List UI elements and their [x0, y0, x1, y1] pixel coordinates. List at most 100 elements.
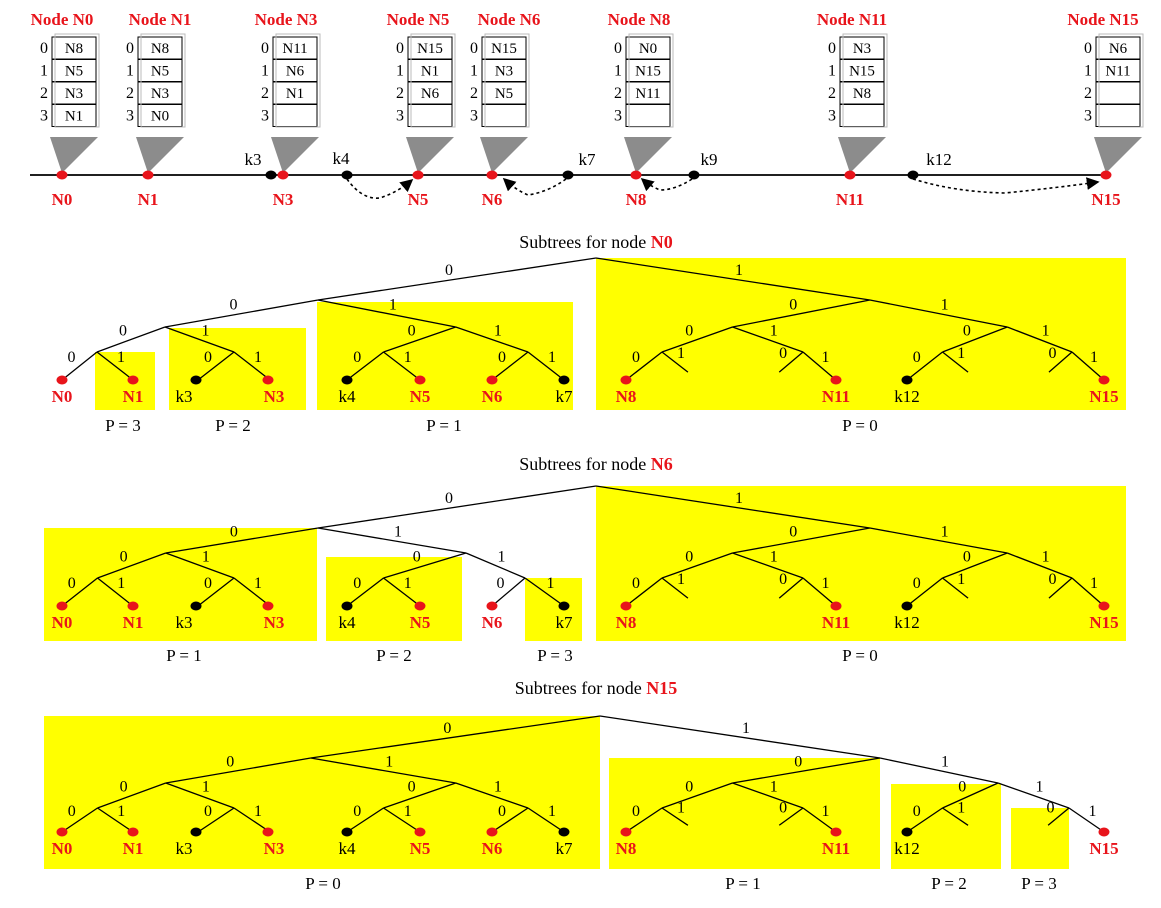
row-index: 0: [40, 40, 48, 57]
edge-bit-label: 1: [404, 349, 412, 366]
tree-edge: [802, 807, 837, 833]
tree-edge: [165, 757, 311, 784]
tree-edge: [869, 527, 1008, 554]
tree-edge: [732, 782, 804, 809]
row-index: 0: [396, 40, 404, 57]
tree-edge: [661, 577, 689, 599]
edge-bit-label: 1: [957, 571, 965, 588]
tree-edge: [778, 807, 804, 826]
tree-edge: [383, 782, 456, 809]
edge-bit-label: 0: [68, 803, 76, 820]
key-dot: [688, 170, 700, 180]
edge-bit-label: 1: [394, 524, 402, 541]
ring-node-dot: [277, 170, 289, 180]
edge-bit-label: 0: [1048, 345, 1056, 362]
prefix-level-label: P = 3: [105, 416, 140, 435]
edge-bit-label: 0: [913, 803, 921, 820]
prefix-level-label: P = 0: [305, 874, 340, 893]
edge-bit-label: 0: [119, 323, 127, 340]
edge-bit-label: 0: [632, 349, 640, 366]
node-leaf-label: N0: [52, 839, 73, 858]
edge-bit-label: 1: [548, 803, 556, 820]
edge-bit-label: 0: [963, 323, 971, 340]
finger-entry: N3: [151, 86, 169, 102]
edge-bit-label: 0: [1048, 571, 1056, 588]
tree-edge: [524, 577, 565, 607]
edge-bit-label: 1: [547, 575, 555, 592]
node-leaf-label: N11: [822, 613, 850, 632]
responsibility-arrow: [640, 177, 693, 192]
tree-edge: [625, 577, 663, 607]
ring-node-dot: [56, 170, 68, 180]
tree-edge: [1048, 351, 1073, 373]
tree-edge: [1007, 326, 1073, 353]
edge-bit-label: 1: [1090, 349, 1098, 366]
row-index: 0: [470, 40, 478, 57]
tree-edge: [96, 351, 134, 381]
finger-entry: N11: [635, 86, 660, 102]
tree-edge: [197, 807, 235, 833]
ring-node-dot: [412, 170, 424, 180]
edge-bit-label: 0: [230, 297, 238, 314]
edge-bit-label: 1: [498, 549, 506, 566]
row-index: 1: [40, 63, 48, 80]
row-index: 3: [1084, 108, 1092, 125]
key-leaf-label: k12: [894, 387, 920, 406]
ring-node-label: N8: [626, 190, 647, 209]
tree-edge: [317, 485, 597, 529]
tree-edge: [661, 807, 689, 826]
row-index: 3: [614, 108, 622, 125]
subtree-highlight: [169, 328, 306, 410]
row-index: 2: [470, 85, 478, 102]
edge-bit-label: 0: [963, 549, 971, 566]
edge-bit-label: 1: [385, 754, 393, 771]
tree-edge: [61, 351, 98, 381]
tree-edge: [869, 299, 1008, 328]
edge-bit-label: 1: [941, 297, 949, 314]
node-leaf-dot: [414, 827, 426, 837]
node-leaf-dot: [620, 375, 632, 385]
node-header: Node N3: [255, 10, 318, 29]
node-leaf-dot: [1098, 827, 1110, 837]
tree-edge: [997, 782, 1070, 809]
edge-bit-label: 0: [353, 803, 361, 820]
edge-bit-label: 1: [494, 779, 502, 796]
edge-bit-label: 0: [204, 575, 212, 592]
finger-entry: N8: [853, 86, 871, 102]
tree-edge: [661, 351, 689, 373]
node-header: Node N1: [129, 10, 192, 29]
node-leaf-dot: [262, 827, 274, 837]
edge-bit-label: 1: [735, 490, 743, 507]
edge-bit-label: 0: [913, 349, 921, 366]
subtree-highlight: [525, 578, 582, 641]
tree-edge: [383, 552, 467, 579]
row-index: 3: [261, 108, 269, 125]
node-leaf-label: N1: [123, 839, 144, 858]
tree-edge: [165, 782, 235, 809]
edge-bit-label: 1: [254, 575, 262, 592]
tree-edge: [317, 299, 456, 328]
pointer-cone: [1094, 137, 1142, 173]
pointer-cone: [624, 137, 672, 173]
responsibility-arrow: [912, 177, 1100, 194]
finger-table-cell: [272, 104, 318, 127]
tree-edge: [233, 351, 271, 381]
ring-node-label: N3: [273, 190, 294, 209]
table-shadow: [628, 33, 674, 128]
tree-edge: [96, 326, 166, 353]
finger-entry: N6: [1109, 41, 1128, 57]
tree-edge: [906, 807, 943, 833]
prefix-level-label: P = 1: [426, 416, 461, 435]
prefix-level-label: P = 0: [842, 416, 877, 435]
tree-edge: [527, 351, 565, 381]
node-leaf-label: N6: [482, 839, 503, 858]
edge-bit-label: 0: [779, 571, 787, 588]
edge-bit-label: 0: [789, 524, 797, 541]
prefix-level-label: P = 1: [725, 874, 760, 893]
finger-entry: N1: [286, 86, 304, 102]
tree-edge: [233, 577, 271, 607]
node-leaf-label: N15: [1089, 839, 1118, 858]
node-leaf-label: N11: [822, 839, 850, 858]
tree-edge: [310, 757, 456, 784]
finger-table-cell: [839, 104, 885, 127]
